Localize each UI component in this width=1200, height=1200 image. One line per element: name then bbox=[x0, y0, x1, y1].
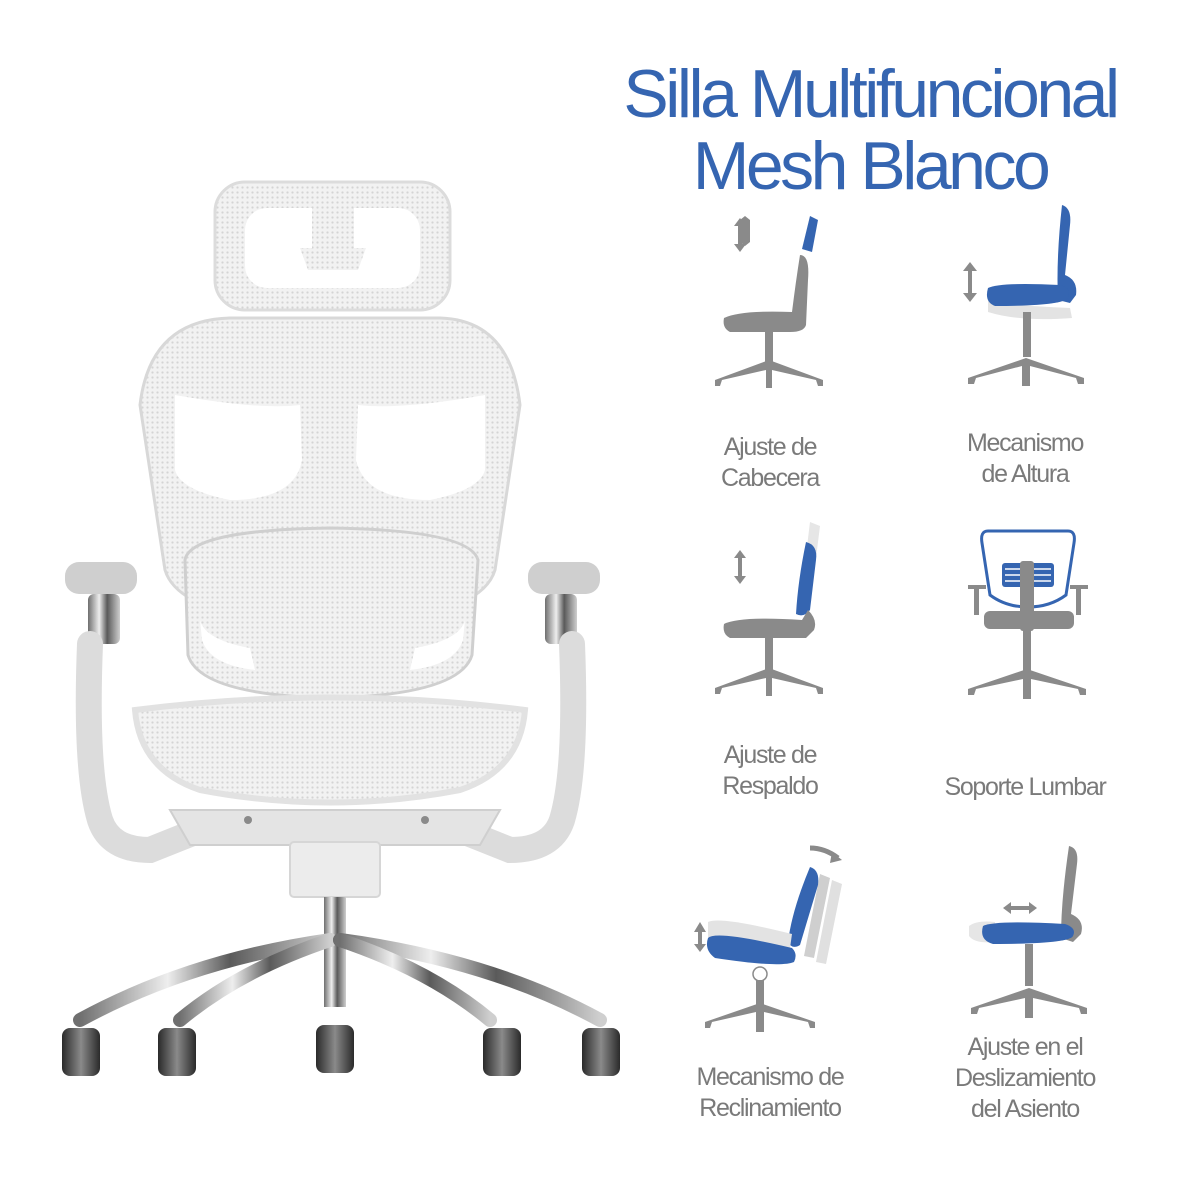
label-line: Reclinamiento bbox=[699, 1094, 842, 1122]
label-line: Soporte Lumbar bbox=[944, 773, 1106, 801]
seat-mechanism bbox=[168, 809, 502, 898]
feature-label: Ajuste en el Deslizamiento del Asiento bbox=[910, 1032, 1140, 1125]
recline-mechanism-icon bbox=[694, 845, 842, 1032]
left-armrest bbox=[65, 562, 213, 864]
page-title: Silla Multifuncional Mesh Blanco bbox=[580, 58, 1160, 202]
feature-headrest-adjust: Ajuste de Cabecera bbox=[655, 210, 885, 500]
label-line: Mecanismo bbox=[966, 429, 1084, 457]
feature-recline-mechanism: Mecanismo de Reclinamiento bbox=[655, 840, 885, 1130]
seat bbox=[131, 694, 529, 806]
casters bbox=[62, 1025, 620, 1076]
label-line: Ajuste de bbox=[723, 433, 818, 461]
feature-label: Soporte Lumbar bbox=[910, 772, 1140, 803]
feature-label: Ajuste de Respaldo bbox=[655, 740, 885, 802]
feature-label: Ajuste de Cabecera bbox=[655, 432, 885, 494]
lower-back bbox=[183, 526, 480, 700]
lumbar-support-icon bbox=[968, 529, 1088, 699]
headrest-adjust-icon bbox=[715, 216, 823, 388]
gas-lift bbox=[324, 897, 346, 1007]
label-line: del Asiento bbox=[970, 1095, 1080, 1123]
label-line: de Altura bbox=[981, 460, 1070, 488]
label-line: Deslizamiento bbox=[954, 1064, 1096, 1092]
label-line: Ajuste de bbox=[723, 741, 818, 769]
height-mechanism-icon bbox=[963, 205, 1084, 386]
label-line: Respaldo bbox=[722, 772, 819, 800]
feature-backrest-adjust: Ajuste de Respaldo bbox=[655, 520, 885, 810]
chrome-base bbox=[73, 933, 607, 1027]
right-armrest bbox=[447, 562, 600, 864]
feature-label: Mecanismo de Reclinamiento bbox=[655, 1062, 885, 1124]
backrest-adjust-icon bbox=[715, 522, 823, 696]
title-line-1: Silla Multifuncional bbox=[623, 56, 1120, 132]
feature-lumbar-support: Soporte Lumbar bbox=[910, 525, 1140, 805]
title-line-2: Mesh Blanco bbox=[692, 128, 1051, 204]
headrest bbox=[213, 180, 452, 312]
feature-seat-slide: Ajuste en el Deslizamiento del Asiento bbox=[910, 840, 1140, 1140]
feature-height-mechanism: Mecanismo de Altura bbox=[910, 200, 1140, 490]
product-chair-image bbox=[62, 180, 620, 1076]
label-line: Ajuste en el bbox=[967, 1033, 1083, 1061]
label-line: Cabecera bbox=[721, 464, 820, 492]
seat-slide-icon bbox=[969, 846, 1087, 1018]
label-line: Mecanismo de bbox=[696, 1063, 845, 1091]
feature-label: Mecanismo de Altura bbox=[910, 428, 1140, 490]
